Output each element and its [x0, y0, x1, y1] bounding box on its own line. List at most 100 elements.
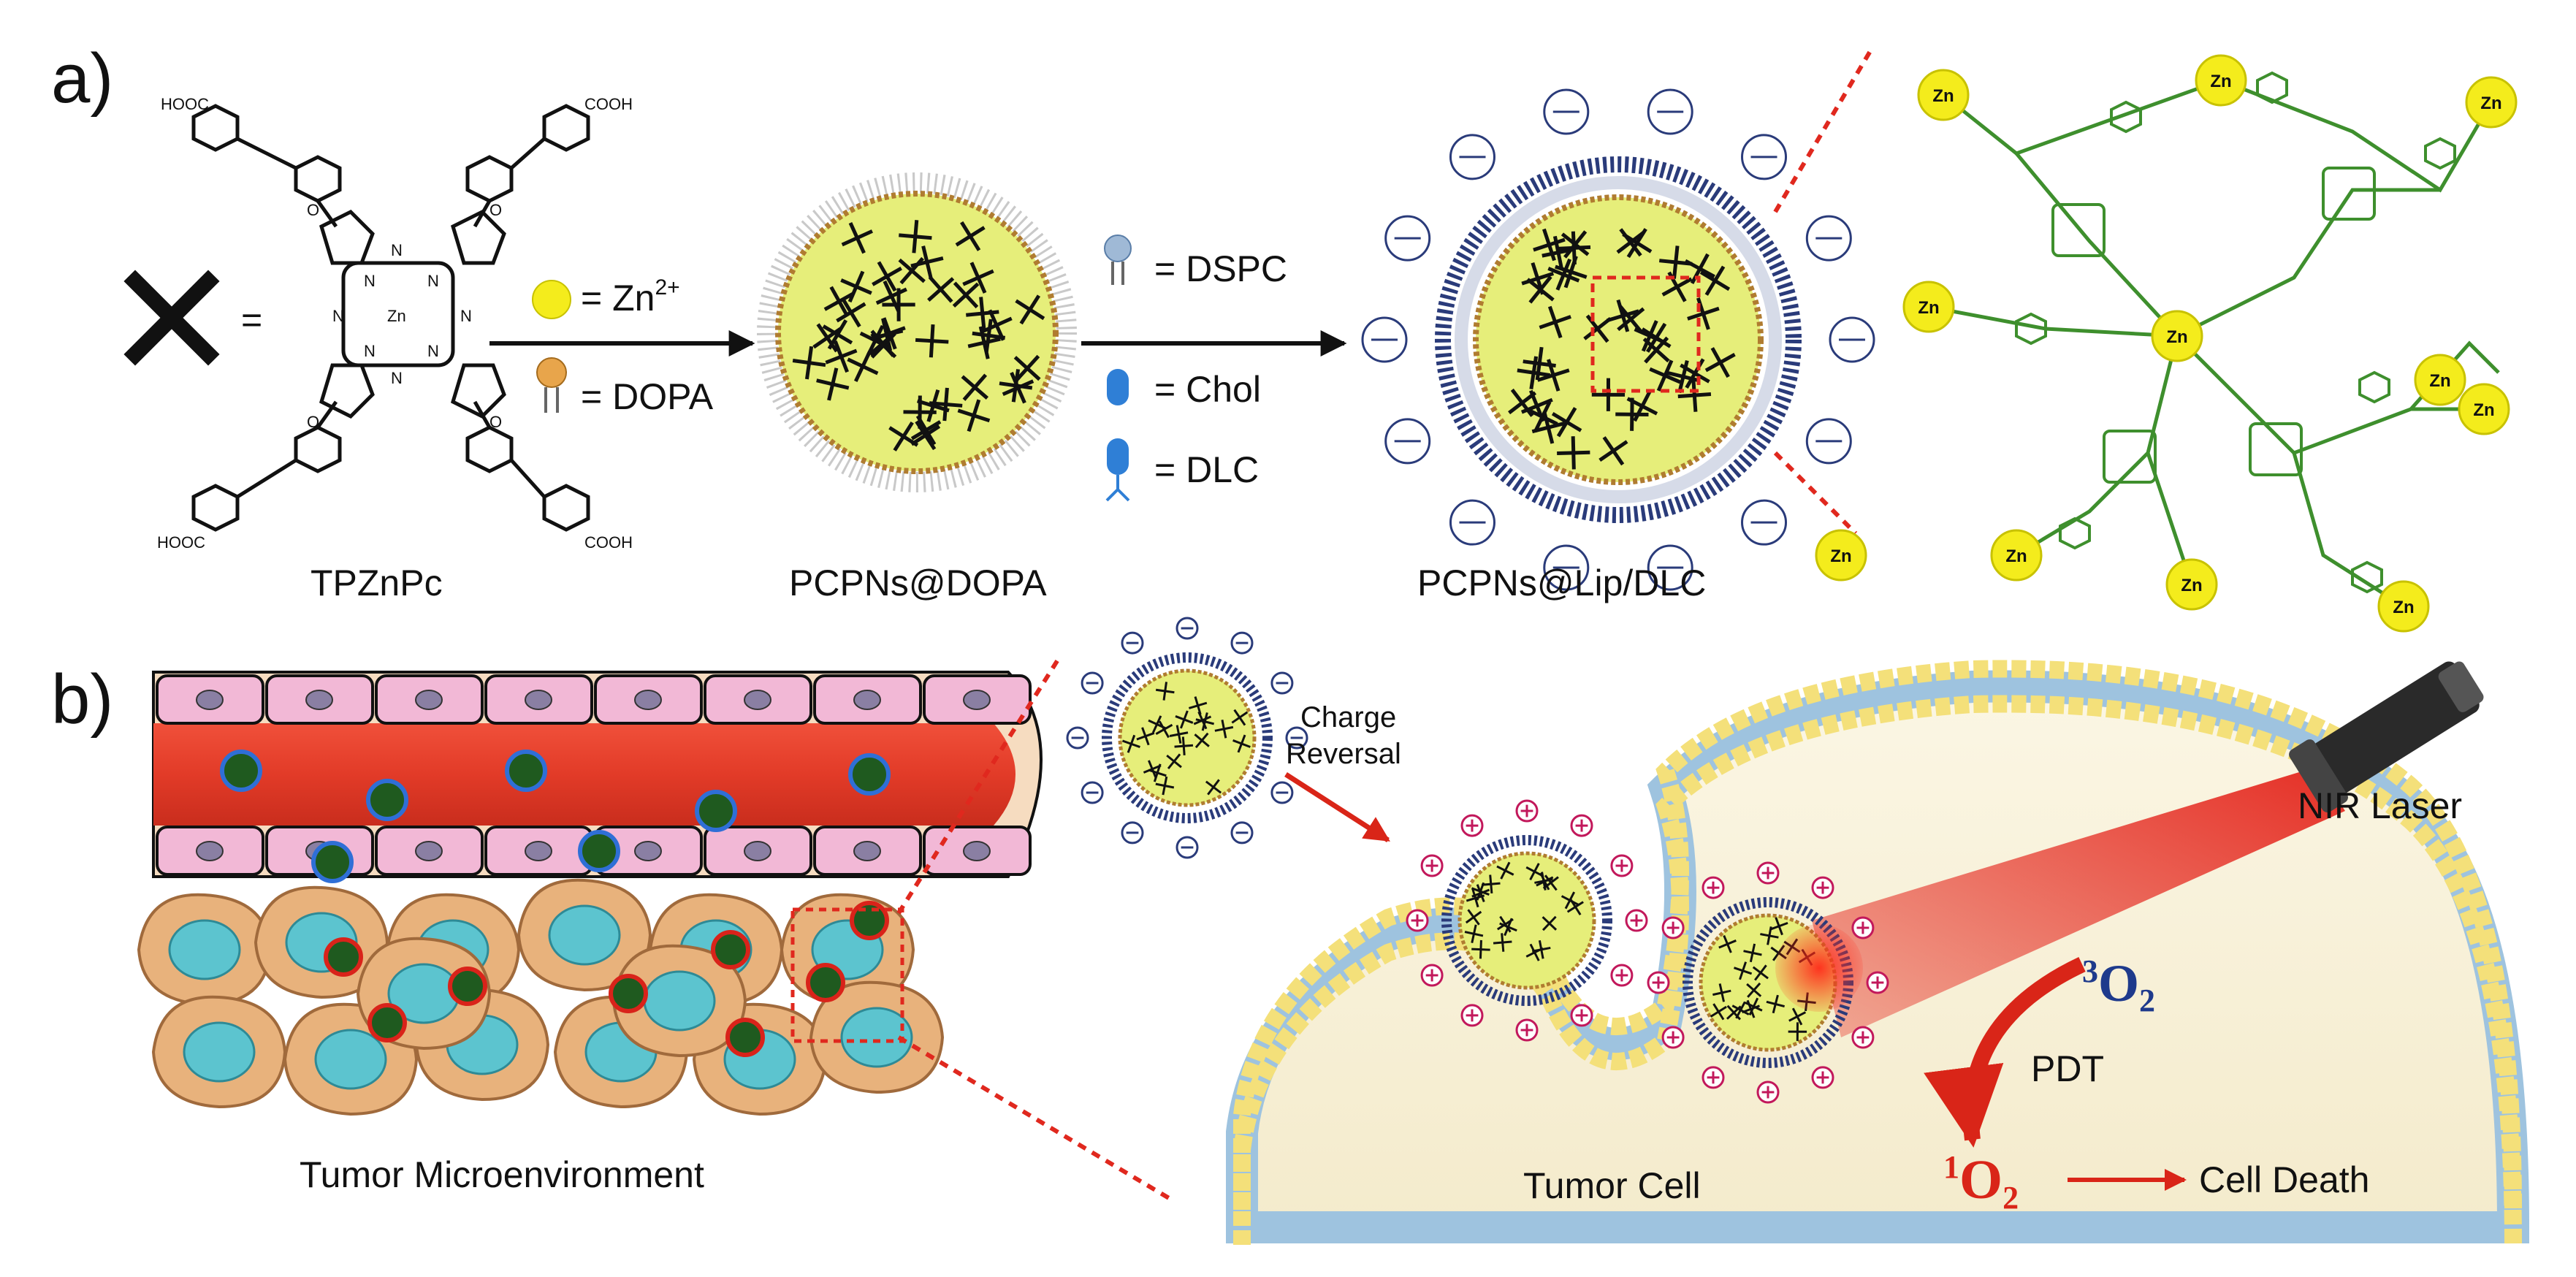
tumor-cell: [611, 944, 747, 1058]
tumor-cell-label: Tumor Cell: [1523, 1165, 1701, 1206]
cross-mark: [1583, 314, 1612, 343]
positive-charge-icon: [1811, 876, 1834, 899]
cross-mark: [1526, 275, 1555, 304]
negative-charge-icon: [1121, 631, 1144, 655]
positive-charge-icon: [1460, 1004, 1484, 1027]
tumor-particle: [725, 1018, 765, 1057]
cross-mark: [1013, 354, 1041, 382]
negative-charge-icon: [1121, 821, 1144, 845]
negative-charge-icon: [1175, 836, 1199, 859]
negative-charge-icon: [1384, 215, 1431, 262]
cross-mark: [1464, 924, 1484, 943]
cross-mark: [1148, 763, 1167, 782]
charge-line2: Reversal: [1286, 738, 1401, 770]
laser-beam: [1812, 767, 2345, 1037]
singlet-oxygen: 1O2: [1943, 1149, 2019, 1216]
cross-mark: [841, 222, 873, 254]
atom-n1: N: [391, 241, 403, 259]
cross-mark: [1658, 245, 1693, 279]
negative-charge-icon: [1285, 726, 1308, 750]
zoom-box-b: [790, 907, 904, 1043]
cross-mark: [1712, 983, 1731, 1002]
blood-particle: [366, 779, 408, 821]
cross-mark: [1520, 389, 1553, 422]
cross-mark: [915, 324, 949, 358]
positive-charge-icon: [1756, 1080, 1780, 1104]
chol-icon: [1107, 369, 1129, 405]
molecule-center-zn: Zn: [387, 307, 406, 325]
negative-charge-icon: [1230, 631, 1254, 655]
cross-mark: [898, 256, 926, 285]
tumor-particle: [609, 974, 648, 1013]
negative-charge-icon: [1270, 671, 1294, 695]
cross-mark: [1699, 265, 1731, 296]
tumor-particle: [448, 967, 487, 1006]
positive-charge-icon: [1515, 1018, 1539, 1042]
cross-mark: [961, 373, 989, 401]
zn-ion-icon: [532, 280, 571, 319]
negative-charge-icon: [1230, 821, 1254, 845]
cross-mark: [872, 261, 902, 292]
tpznpc-molecule: [191, 104, 590, 532]
pcpns-lip-dlc-label: PCPNs@Lip/DLC: [1417, 563, 1706, 603]
cross-mark: [836, 297, 866, 328]
positive-charge-icon: [1756, 861, 1780, 885]
negative-charge-icon: [1647, 544, 1693, 591]
negative-charge-icon: [1384, 418, 1431, 465]
cross-mark: [1542, 915, 1558, 931]
x-equals: =: [241, 300, 262, 340]
endothelial-cell: [704, 826, 812, 876]
svg-text:Zn: Zn: [2393, 598, 2414, 617]
cross-mark: [952, 281, 980, 309]
cross-mark: [957, 399, 991, 432]
zn-node: Zn: [1902, 281, 1955, 333]
tumor-microenvironment-label: Tumor Microenvironment: [300, 1154, 704, 1195]
particle-negative: [1066, 617, 1308, 859]
cross-mark: [792, 346, 826, 380]
cross-mark: [980, 309, 1013, 341]
cross-mark: [1155, 682, 1175, 701]
negative-charge-icon: [1543, 88, 1590, 135]
cross-mark: [1493, 933, 1512, 952]
cross-mark: [1188, 696, 1208, 715]
charge-reversal-arrow: [1284, 772, 1390, 842]
cross-mark: [859, 324, 891, 357]
cross-mark: [1666, 360, 1700, 394]
svg-text:Zn: Zn: [1830, 546, 1851, 566]
nir-laser-label: NIR Laser: [2298, 785, 2462, 826]
endothelial-cell: [156, 826, 264, 876]
atom-n8: N: [427, 342, 439, 360]
cross-mark: [1746, 982, 1762, 998]
atom-n7: N: [364, 342, 376, 360]
zoom-line-top: [1773, 50, 1872, 213]
cross-mark: [1015, 294, 1045, 325]
atom-n2: N: [391, 369, 403, 387]
dspc-label: = DSPC: [1154, 248, 1287, 289]
positive-charge-icon: [1406, 909, 1429, 932]
atom-n4: N: [460, 307, 472, 325]
cross-mark: [1536, 872, 1554, 891]
endothelial-cell: [375, 674, 484, 725]
cross-mark: [1615, 397, 1649, 431]
cross-mark: [1547, 258, 1580, 291]
zn-node: Zn: [2458, 383, 2510, 435]
negative-charge-icon: [1829, 316, 1875, 363]
negative-charge-icon: [1741, 134, 1788, 180]
cross-mark: [1733, 961, 1753, 980]
x-symbol: [123, 270, 220, 366]
zoom-line-b-top: [896, 656, 1062, 915]
cross-mark: [1760, 926, 1779, 945]
cross-mark: [1536, 359, 1570, 392]
cross-mark: [927, 275, 955, 303]
cross-mark: [1677, 378, 1712, 412]
svg-text:Zn: Zn: [2473, 400, 2494, 420]
particle-pcpns-lip-dlc: [1361, 88, 1875, 591]
tpznpc-label: TPZnPc: [310, 563, 443, 603]
dopa-label: = DOPA: [581, 376, 714, 417]
blood-particle: [578, 830, 620, 872]
cross-mark: [1788, 1007, 1807, 1026]
cross-mark: [1788, 1022, 1807, 1041]
positive-charge-icon: [1661, 916, 1685, 939]
svg-text:Zn: Zn: [2210, 72, 2231, 91]
